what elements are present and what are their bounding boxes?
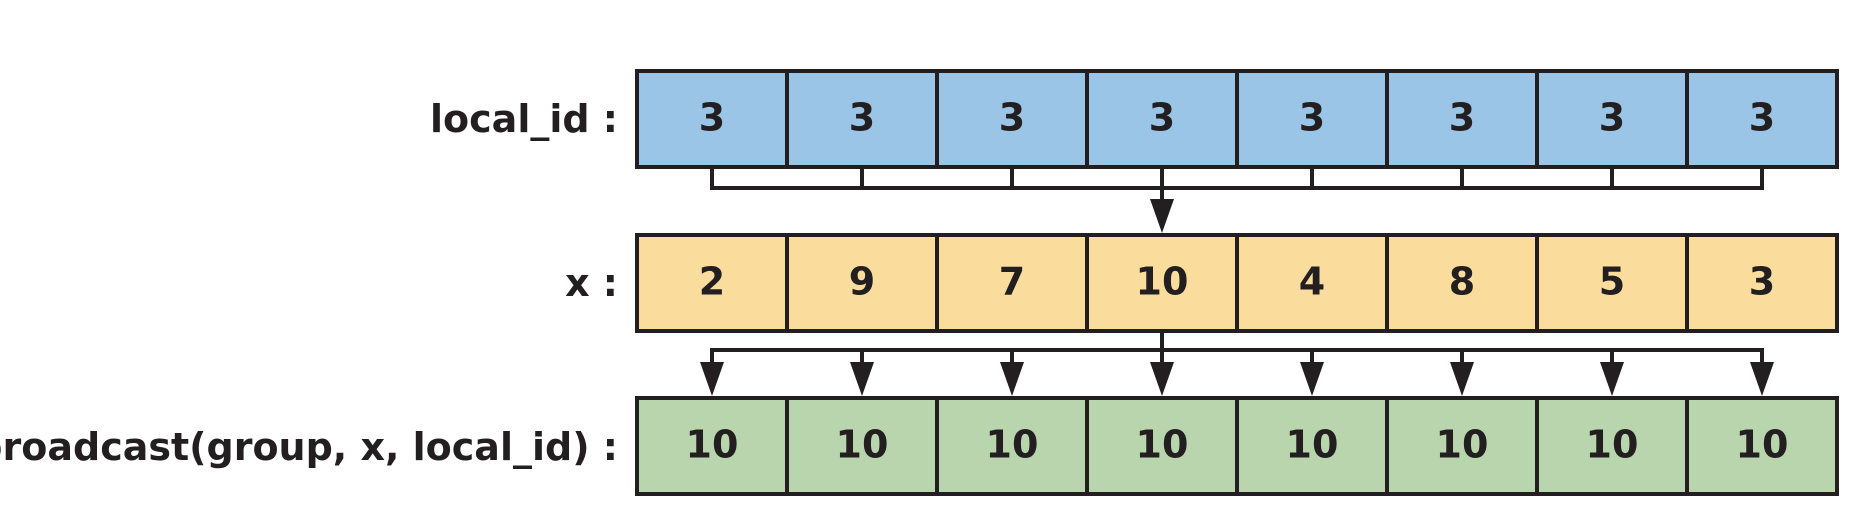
result-cell	[785, 396, 939, 496]
result-cell-value: 10	[1586, 423, 1639, 467]
result-cell	[1535, 396, 1689, 496]
x-cell	[1235, 233, 1389, 333]
local_id-cell-value: 3	[1749, 96, 1775, 140]
x-cell	[785, 233, 939, 333]
broadcast-arrow-head	[1150, 362, 1174, 396]
local_id-cell-value: 3	[849, 96, 875, 140]
result-cell-value: 10	[686, 423, 739, 467]
result-cell-value: 10	[1136, 423, 1189, 467]
broadcast-arrow-head	[1600, 362, 1624, 396]
result-cell	[1235, 396, 1389, 496]
local_id-cell-value: 3	[1449, 96, 1475, 140]
broadcast-arrow-head	[1300, 362, 1324, 396]
x-cell-value: 7	[999, 260, 1025, 304]
local-id-row-label: local_id :	[430, 97, 618, 141]
broadcast-arrow-head	[1750, 362, 1774, 396]
x-cell-value: 5	[1599, 260, 1625, 304]
x-cell	[635, 233, 789, 333]
x-cell	[935, 233, 1089, 333]
broadcast-row-label: broadcast(group, x, local_id) :	[0, 425, 618, 469]
broadcast-arrow-head	[700, 362, 724, 396]
x-cell	[1535, 233, 1689, 333]
x-cell-value: 10	[1136, 260, 1189, 304]
result-cell	[1385, 396, 1539, 496]
x-cell-value: 8	[1449, 260, 1475, 304]
x-cell-value: 3	[1749, 260, 1775, 304]
local_id-cell-value: 3	[699, 96, 725, 140]
result-cell	[635, 396, 789, 496]
local_id-cell-value: 3	[1299, 96, 1325, 140]
local_id-cell-value: 3	[1599, 96, 1625, 140]
x-row: 2 9 7 10 4 8 5 3	[635, 233, 1839, 333]
x-row-label: x :	[565, 261, 618, 305]
selected-index-arrow-head	[1150, 199, 1174, 233]
result-row: 10 10 10 10 10 10 10 10	[635, 396, 1839, 496]
result-cell-value: 10	[1286, 423, 1339, 467]
x-cell-value: 2	[699, 260, 725, 304]
result-cell-value: 10	[986, 423, 1039, 467]
result-cell-value: 10	[1436, 423, 1489, 467]
result-cell-value: 10	[1736, 423, 1789, 467]
x-cell	[1685, 233, 1839, 333]
local_id-cell	[1535, 69, 1689, 169]
local_id-cell-value: 3	[999, 96, 1025, 140]
local_id-row: 3 3 3 3 3 3 3 3	[635, 69, 1839, 169]
result-cell	[1685, 396, 1839, 496]
x-cell-value: 9	[849, 260, 875, 304]
broadcast-arrow-head	[850, 362, 874, 396]
x-cell-value: 4	[1299, 260, 1325, 304]
local_id-cell-value: 3	[1149, 96, 1175, 140]
broadcast-arrow-head	[1450, 362, 1474, 396]
result-cell-value: 10	[836, 423, 889, 467]
broadcast-arrow-head	[1000, 362, 1024, 396]
local_id-cell	[1685, 69, 1839, 169]
